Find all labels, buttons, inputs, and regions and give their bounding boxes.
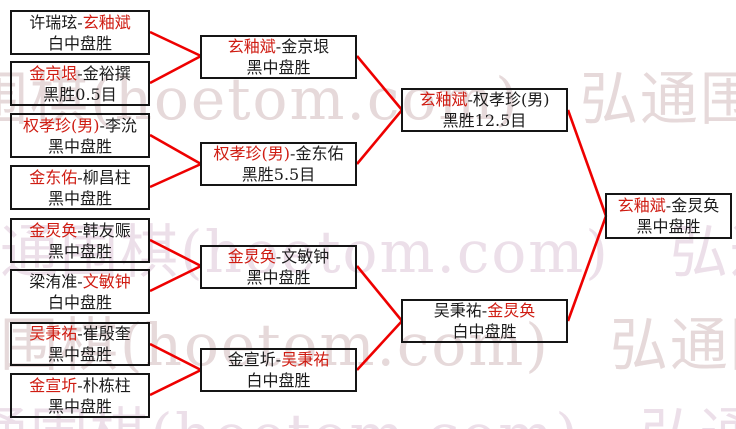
- match-box-sf-2: 吴秉祐-金炅奂 白中盘胜: [401, 299, 568, 343]
- player-1: 玄釉斌: [419, 90, 468, 109]
- match-players: 玄釉斌-权孝珍(男): [420, 89, 550, 110]
- player-1: 梁洧准: [29, 271, 78, 291]
- match-players: 玄釉斌-金京垠: [228, 36, 329, 57]
- match-result: 黑中盘胜: [47, 241, 112, 261]
- player-1: 金宣圻: [29, 375, 78, 395]
- match-players: 吴秉祐-崔殷奎: [29, 323, 130, 344]
- match-result: 黑中盘胜: [47, 136, 112, 156]
- player-2: 金京垠: [281, 37, 330, 56]
- match-result: 白中盘胜: [47, 33, 112, 53]
- watermark-text: 弘通围棋(hoetom.com) 弘通围棋(hoetom.com): [0, 388, 736, 429]
- player-2: 金炅奂: [487, 301, 536, 320]
- match-players: 金东佑-柳昌柱: [29, 167, 130, 188]
- player-2: 金炅奂: [671, 196, 720, 215]
- player-2: 韩友赈: [82, 220, 131, 240]
- player-2: 文敏钟: [82, 271, 131, 291]
- separator: -: [275, 350, 282, 369]
- player-1: 金京垠: [29, 63, 78, 83]
- match-result: 黑中盘胜: [636, 217, 701, 236]
- player-2: 崔殷奎: [82, 324, 131, 343]
- match-box-final: 玄釉斌-金炅奂 黑中盘胜: [605, 193, 732, 239]
- separator: -: [77, 220, 83, 240]
- match-box-r1-2: 金京垠-金裕撰 黑胜0.5目: [10, 61, 150, 106]
- match-result: 黑中盘胜: [47, 396, 112, 416]
- match-players: 玄釉斌-金炅奂: [618, 195, 719, 216]
- match-result: 黑胜12.5目: [442, 111, 527, 130]
- separator: -: [77, 167, 83, 187]
- separator: -: [77, 324, 83, 343]
- player-1: 金宣圻: [227, 350, 276, 369]
- separator: -: [467, 90, 473, 109]
- match-box-qf-4: 金宣圻-吴秉祐 白中盘胜: [200, 348, 357, 392]
- match-result: 黑胜5.5目: [241, 165, 316, 184]
- separator: -: [77, 271, 83, 291]
- separator: -: [77, 63, 83, 83]
- player-2: 玄釉斌: [82, 12, 131, 32]
- match-players: 吴秉祐-金炅奂: [434, 300, 535, 321]
- player-1: 许瑞玹: [29, 12, 78, 32]
- match-players: 金京垠-金裕撰: [29, 63, 130, 84]
- player-2: 金东佑: [295, 144, 344, 163]
- separator: -: [275, 247, 282, 266]
- player-1: 权孝珍(男): [213, 144, 291, 163]
- separator: -: [665, 196, 672, 215]
- match-result: 白中盘胜: [452, 322, 517, 341]
- match-result: 黑中盘胜: [47, 188, 112, 208]
- match-box-qf-2: 权孝珍(男)-金东佑 黑胜5.5目: [200, 142, 357, 186]
- match-players: 金宣圻-朴栋柱: [29, 375, 130, 396]
- player-1: 金东佑: [29, 167, 78, 187]
- match-players: 金炅奂-韩友赈: [29, 220, 130, 241]
- match-players: 权孝珍(男)-金东佑: [214, 143, 344, 164]
- match-result: 白中盘胜: [246, 371, 311, 390]
- connector-line: [149, 133, 202, 166]
- match-box-r1-7: 吴秉祐-崔殷奎 黑中盘胜: [10, 322, 150, 366]
- player-1: 玄釉斌: [617, 196, 666, 215]
- match-box-r1-1: 许瑞玹-玄釉斌 白中盘胜: [10, 10, 150, 55]
- match-box-r1-4: 金东佑-柳昌柱 黑中盘胜: [10, 165, 150, 210]
- player-1: 权孝珍(男): [23, 115, 100, 135]
- separator: -: [481, 301, 488, 320]
- player-1: 吴秉祐: [29, 324, 78, 343]
- match-players: 金炅奂-文敏钟: [228, 246, 329, 267]
- match-players: 金宣圻-吴秉祐: [228, 349, 329, 370]
- match-players: 梁洧准-文敏钟: [29, 271, 130, 292]
- match-box-r1-5: 金炅奂-韩友赈 黑中盘胜: [10, 218, 150, 263]
- separator: -: [77, 375, 83, 395]
- separator: -: [275, 37, 282, 56]
- match-players: 权孝珍(男)-李沇: [23, 115, 137, 136]
- player-2: 权孝珍(男): [472, 90, 550, 109]
- connector-line: [149, 162, 202, 189]
- match-result: 黑中盘胜: [47, 345, 112, 364]
- player-2: 柳昌柱: [82, 167, 131, 187]
- match-box-r1-3: 权孝珍(男)-李沇 黑中盘胜: [10, 113, 150, 158]
- match-result: 黑中盘胜: [246, 58, 311, 77]
- player-2: 吴秉祐: [281, 350, 330, 369]
- match-box-sf-1: 玄釉斌-权孝珍(男) 黑胜12.5目: [401, 88, 568, 132]
- player-1: 吴秉祐: [433, 301, 482, 320]
- match-box-r1-6: 梁洧准-文敏钟 白中盘胜: [10, 269, 150, 314]
- player-2: 文敏钟: [281, 247, 330, 266]
- separator: -: [77, 12, 83, 32]
- match-result: 黑中盘胜: [246, 268, 311, 287]
- player-2: 李沇: [104, 115, 137, 135]
- player-1: 金炅奂: [29, 220, 78, 240]
- match-box-qf-3: 金炅奂-文敏钟 黑中盘胜: [200, 245, 357, 289]
- match-result: 黑胜0.5目: [43, 84, 117, 104]
- match-result: 白中盘胜: [47, 292, 112, 312]
- player-2: 金裕撰: [82, 63, 131, 83]
- player-1: 金炅奂: [227, 247, 276, 266]
- player-2: 朴栋柱: [82, 375, 131, 395]
- separator: -: [290, 144, 296, 163]
- player-1: 玄釉斌: [227, 37, 276, 56]
- separator: -: [99, 115, 105, 135]
- match-box-qf-1: 玄釉斌-金京垠 黑中盘胜: [200, 35, 357, 79]
- match-players: 许瑞玹-玄釉斌: [29, 12, 130, 33]
- match-box-r1-8: 金宣圻-朴栋柱 黑中盘胜: [10, 373, 150, 418]
